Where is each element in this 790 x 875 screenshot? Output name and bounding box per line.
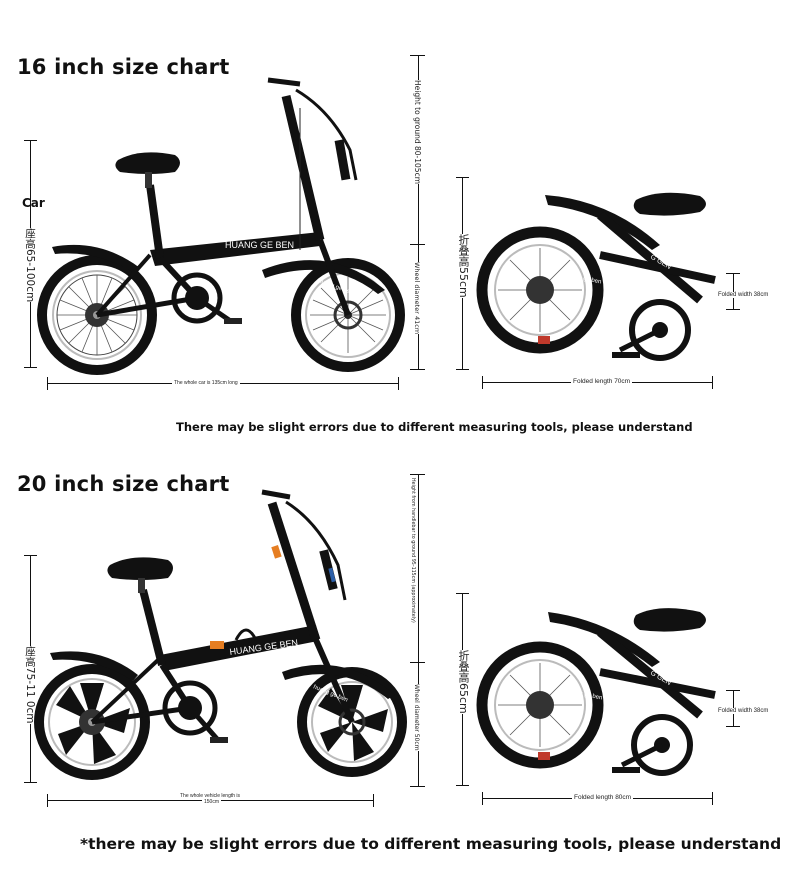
fold-height-tick-bottom-16 bbox=[456, 369, 469, 370]
handle-height-tick-bottom-20 bbox=[410, 786, 425, 787]
handle-height-line-16 bbox=[418, 55, 419, 370]
fold-length-tick-left-16 bbox=[482, 376, 483, 389]
seat-height-label-20: 座高75-11 0cm bbox=[23, 646, 38, 724]
seat-height-tick-bottom-16 bbox=[24, 367, 37, 368]
wheel-height-tick-top-16 bbox=[410, 244, 425, 245]
fold-width-tick-bottom-20 bbox=[726, 726, 740, 727]
length-tick-left-16 bbox=[47, 377, 48, 390]
fold-width-tick-bottom-16 bbox=[726, 309, 740, 310]
title-16-inch: 16 inch size chart bbox=[17, 55, 230, 79]
fold-length-label-16: Folded length 70cm bbox=[571, 378, 633, 385]
fold-width-label-16: Folded width 38cm bbox=[718, 292, 769, 298]
fold-width-label-20: Folded width 38cm bbox=[718, 708, 769, 714]
fold-height-label-20: 折叠高65cm bbox=[455, 650, 471, 714]
car-label: Car bbox=[22, 196, 45, 210]
wheel-height-tick-top-20 bbox=[410, 662, 425, 663]
fold-height-tick-top-16 bbox=[456, 177, 469, 178]
fold-width-line-16 bbox=[733, 273, 734, 309]
length-label-16: The whole car is 135cm long bbox=[172, 380, 240, 386]
note-20: *there may be slight errors due to diffe… bbox=[80, 835, 782, 853]
fold-length-tick-left-20 bbox=[482, 792, 483, 805]
length-tick-right-20 bbox=[373, 794, 374, 807]
handle-height-label-16: Height to ground 80-105cm bbox=[413, 80, 422, 185]
length-label-20-line1: The whole vehicle length is bbox=[178, 793, 243, 799]
fold-height-tick-bottom-20 bbox=[456, 785, 469, 786]
seat-height-tick-bottom-20 bbox=[24, 782, 37, 783]
handle-height-tick-top-16 bbox=[410, 55, 425, 56]
seat-height-label-16: 座高65-100cm bbox=[23, 228, 38, 303]
seat-height-tick-top-16 bbox=[24, 140, 37, 141]
fold-width-tick-top-16 bbox=[726, 273, 740, 274]
handle-height-tick-bottom-16 bbox=[410, 369, 425, 370]
note-16: There may be slight errors due to differ… bbox=[176, 420, 693, 434]
fold-length-tick-right-16 bbox=[712, 376, 713, 389]
frame-text-16: HUANG GE BEN bbox=[225, 240, 294, 250]
fold-length-tick-right-20 bbox=[712, 792, 713, 805]
title-20-inch: 20 inch size chart bbox=[17, 472, 230, 496]
fold-width-tick-top-20 bbox=[726, 690, 740, 691]
length-tick-right-16 bbox=[398, 377, 399, 390]
seat-height-tick-top-20 bbox=[24, 555, 37, 556]
fold-height-tick-top-20 bbox=[456, 593, 469, 594]
fold-length-label-20: Folded length 80cm bbox=[572, 794, 634, 801]
handle-height-label-20: Height from handlebar to ground 95-115cm… bbox=[409, 478, 415, 623]
handle-height-tick-top-20 bbox=[410, 474, 425, 475]
length-tick-left-20 bbox=[47, 794, 48, 807]
wheel-height-label-20: Wheel diameter 50cm bbox=[413, 684, 420, 751]
length-label-20-line2: 150cm bbox=[202, 799, 222, 805]
wheel-height-label-16: Wheel diameter 41cm bbox=[413, 262, 421, 335]
fold-height-label-16: 折叠高55cm bbox=[455, 234, 471, 298]
handle-height-line-20 bbox=[418, 474, 419, 787]
